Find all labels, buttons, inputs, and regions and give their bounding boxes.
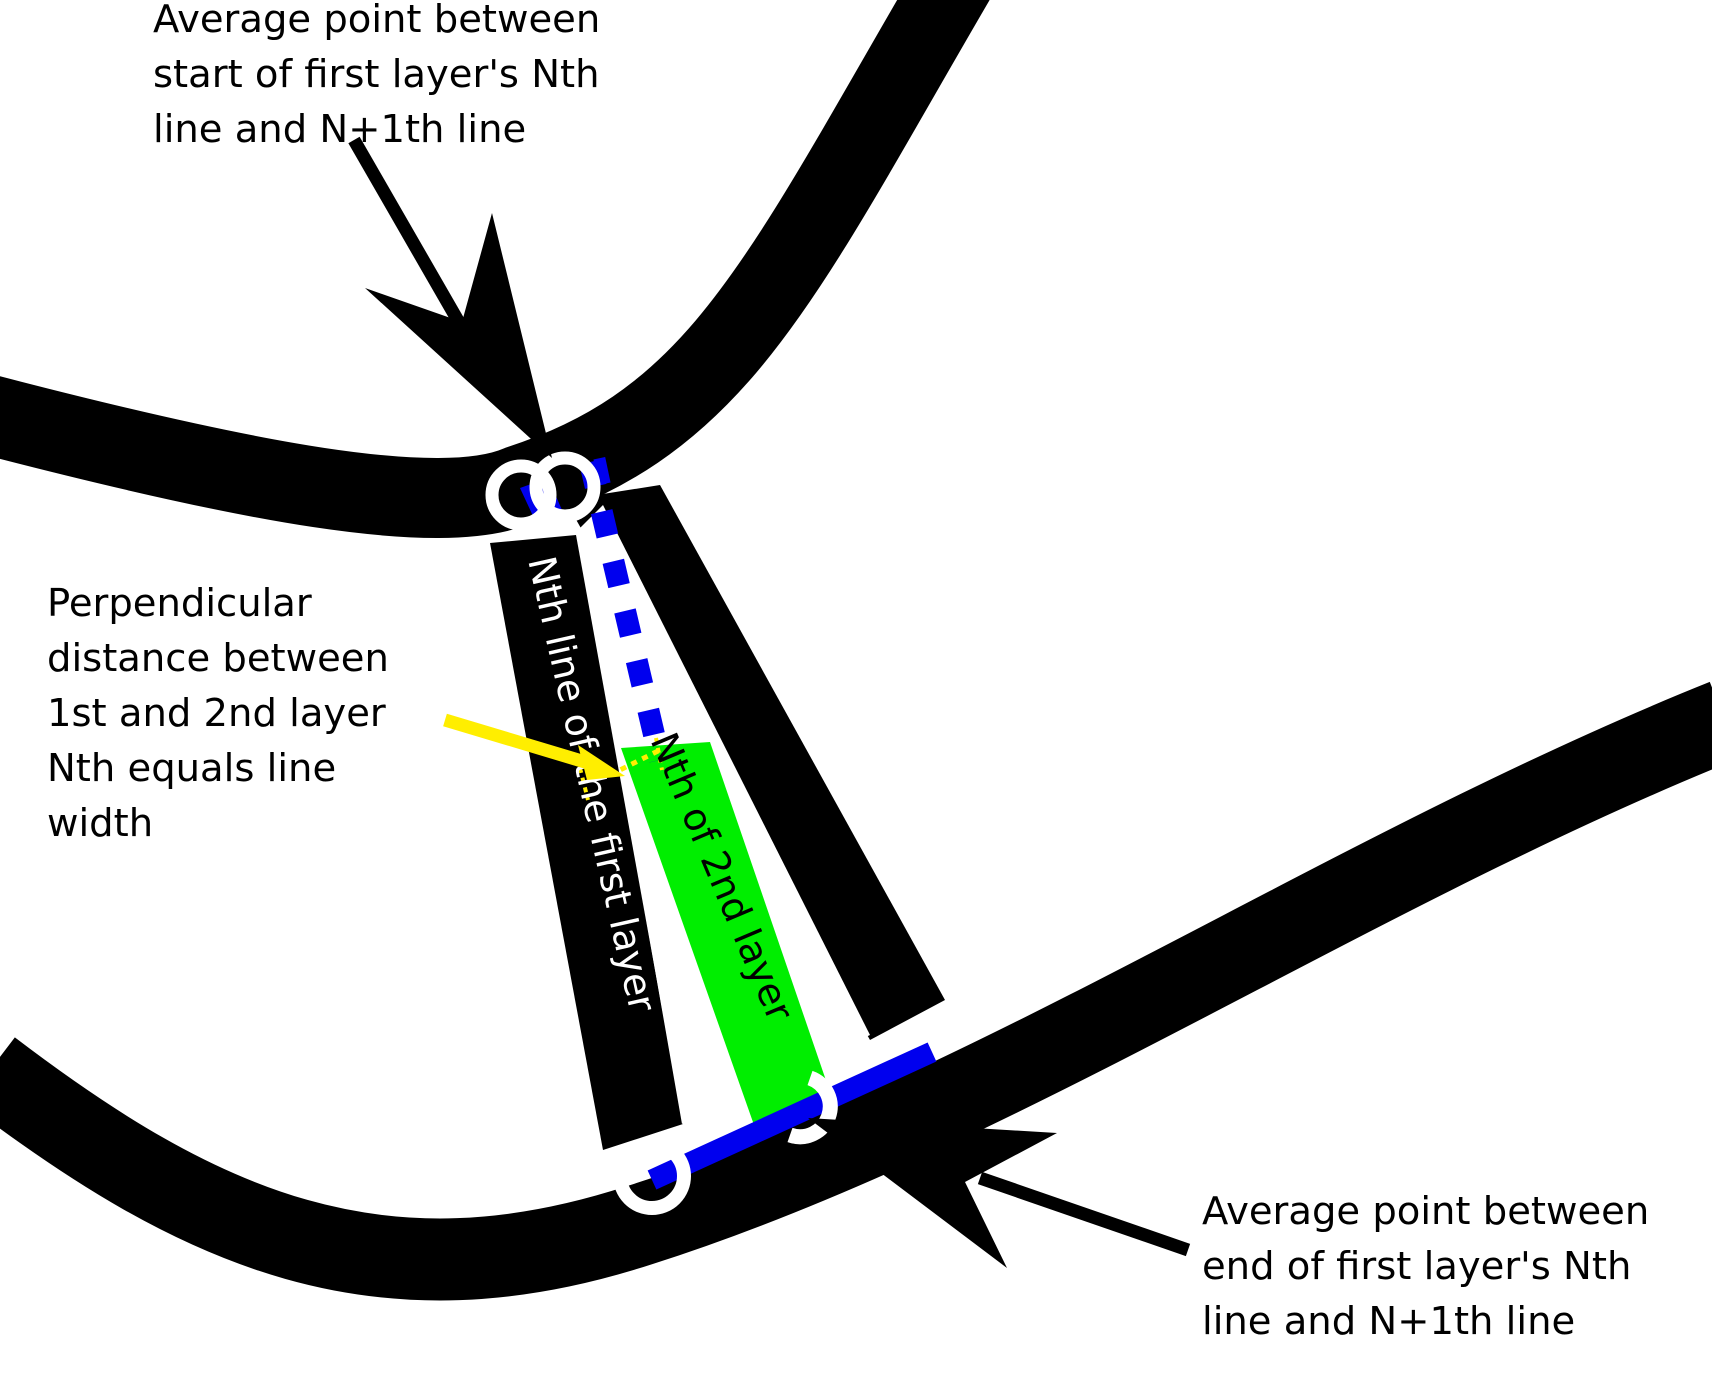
top-annotation-line: start of first layer's Nth bbox=[153, 52, 600, 97]
blue-solid-line bbox=[647, 1042, 937, 1190]
bottom-annotation-line: end of first layer's Nth bbox=[1202, 1244, 1632, 1289]
bottom-annotation: Average point between end of first layer… bbox=[1202, 1184, 1649, 1349]
left-annotation-line: Nth equals line bbox=[47, 746, 337, 791]
left-annotation-line: distance between bbox=[47, 636, 389, 681]
first-layer-nth-line bbox=[490, 535, 683, 1150]
end-marker-ring-left bbox=[613, 1137, 691, 1215]
second-layer-nth-line bbox=[621, 742, 832, 1125]
bottom-curve bbox=[0, 681, 1712, 1301]
start-marker-ring-right bbox=[529, 451, 601, 523]
top-annotation: Average point between start of first lay… bbox=[153, 0, 600, 157]
top-arrow-head bbox=[365, 213, 552, 458]
top-annotation-line: Average point between bbox=[153, 0, 601, 42]
bottom-annotation-line: Average point between bbox=[1202, 1189, 1650, 1234]
start-marker-ring-left bbox=[485, 459, 557, 531]
left-annotation-line: 1st and 2nd layer bbox=[47, 691, 386, 736]
left-arrow-head bbox=[578, 745, 625, 780]
bottom-arrow-shaft bbox=[977, 1171, 1191, 1257]
blue-dashed-line bbox=[579, 459, 671, 763]
yellow-distance-line bbox=[608, 747, 662, 778]
end-marker-ring-right bbox=[787, 1070, 838, 1145]
bottom-annotation-line: line and N+1th line bbox=[1202, 1299, 1576, 1344]
top-arrow-shaft bbox=[348, 136, 478, 349]
left-annotation-line: width bbox=[47, 801, 154, 846]
bottom-arrow-head bbox=[808, 1118, 1057, 1268]
top-annotation-line: line and N+1th line bbox=[153, 107, 527, 152]
left-arrow-shaft bbox=[443, 713, 597, 772]
left-annotation-line: Perpendicular bbox=[47, 581, 312, 626]
left-annotation: Perpendicular distance between 1st and 2… bbox=[47, 576, 389, 851]
